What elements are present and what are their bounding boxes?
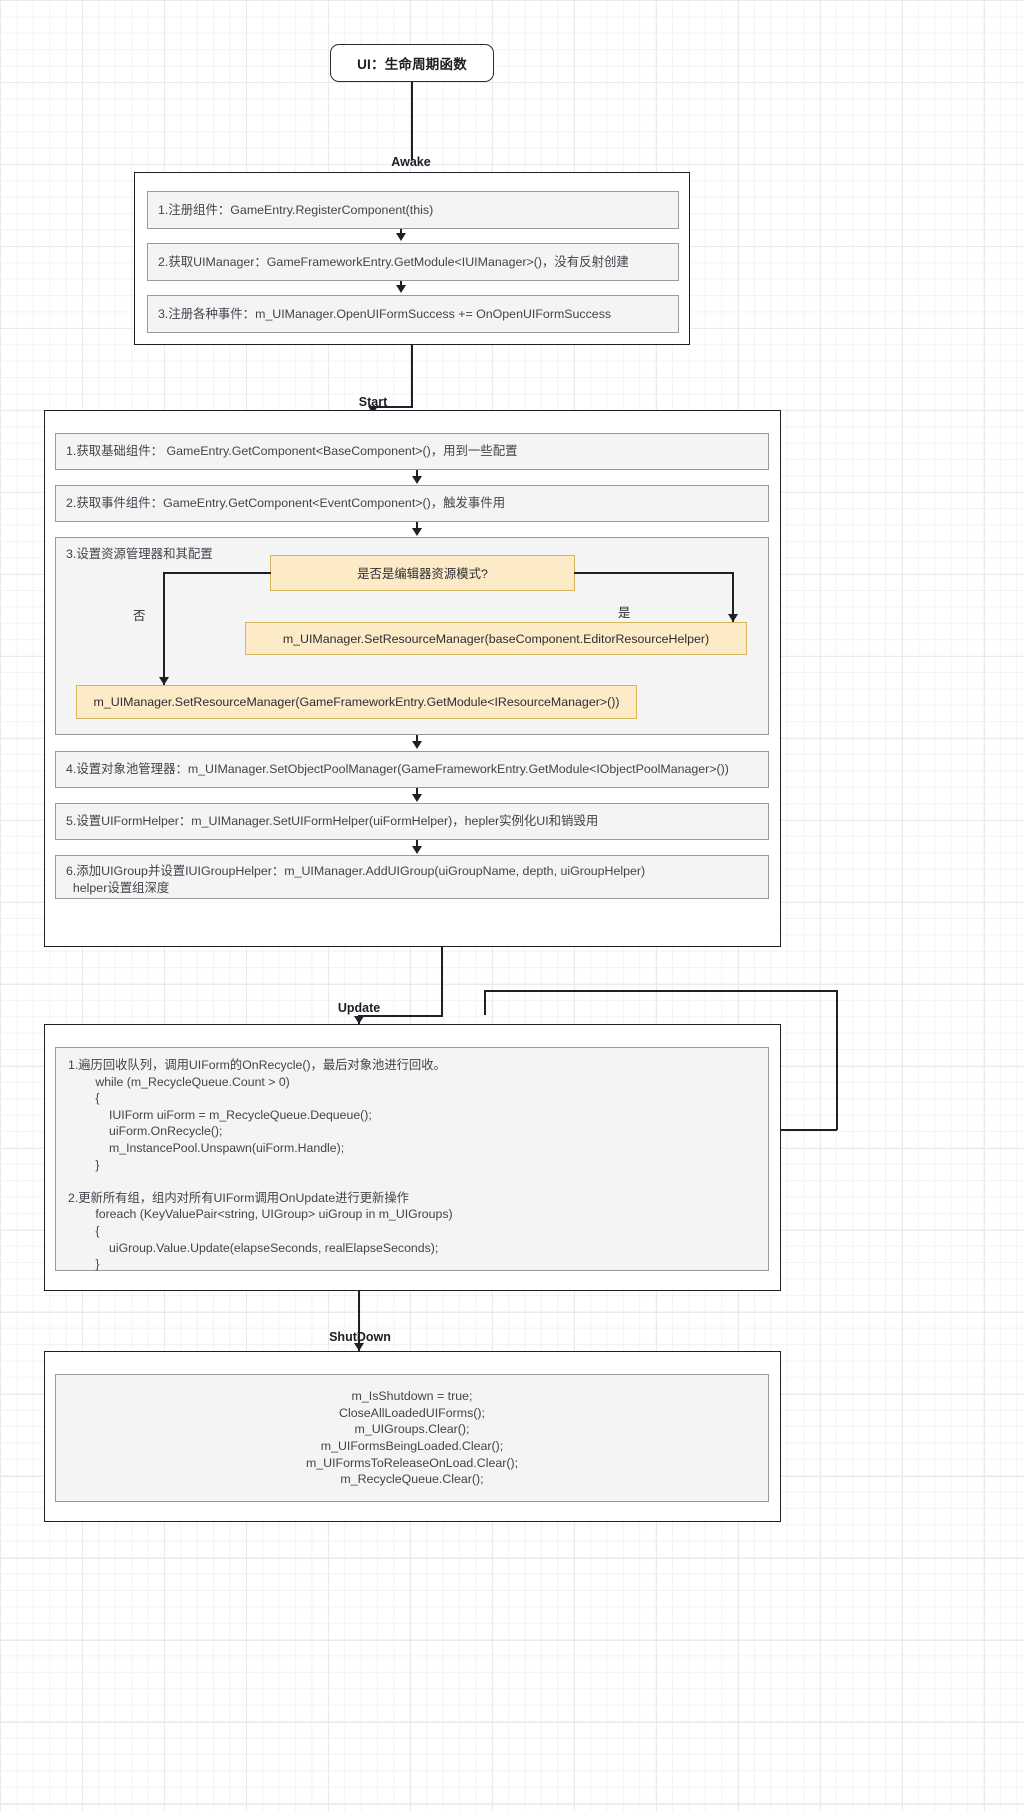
start-arrow-4-5 xyxy=(412,794,422,802)
start-connector-3-4 xyxy=(416,735,418,745)
awake-connector-2-3 xyxy=(400,281,402,287)
update-loopback-right xyxy=(836,990,838,1130)
awake-step-1: 1.注册组件：GameEntry.RegisterComponent(this) xyxy=(147,191,679,229)
start-step-4: 4.设置对象池管理器：m_UIManager.SetObjectPoolMana… xyxy=(55,751,769,788)
connector-start-to-update xyxy=(441,947,443,1017)
update-loopback-top xyxy=(485,990,837,992)
decision-no-vline xyxy=(163,572,165,685)
connector-awake-to-start-bend xyxy=(373,406,413,408)
awake-step-2: 2.获取UIManager：GameFrameworkEntry.GetModu… xyxy=(147,243,679,281)
decision-editor-resource-mode: 是否是编辑器资源模式? xyxy=(270,555,575,591)
action-set-resource-manager-default: m_UIManager.SetResourceManager(GameFrame… xyxy=(76,685,637,719)
update-loopback-left xyxy=(484,990,486,1015)
action-set-resource-manager-editor: m_UIManager.SetResourceManager(baseCompo… xyxy=(245,622,747,655)
start-arrow-1-2 xyxy=(412,476,422,484)
decision-no-arrow xyxy=(159,677,169,685)
update-code-block: 1.遍历回收队列，调用UIForm的OnRecycle()，最后对象池进行回收。… xyxy=(55,1047,769,1271)
phase-label-update: Update xyxy=(337,1001,381,1015)
start-arrow-2-3 xyxy=(412,528,422,536)
arrow-into-update xyxy=(354,1016,364,1024)
awake-connector-1-2 xyxy=(400,229,402,235)
phase-box-update: 1.遍历回收队列，调用UIForm的OnRecycle()，最后对象池进行回收。… xyxy=(44,1024,781,1291)
connector-awake-to-start xyxy=(411,345,413,408)
awake-step-3: 3.注册各种事件：m_UIManager.OpenUIFormSuccess +… xyxy=(147,295,679,333)
connector-start-to-update-bend xyxy=(359,1015,443,1017)
phase-box-shutdown: m_IsShutdown = true; CloseAllLoadedUIFor… xyxy=(44,1351,781,1522)
start-connector-5-6 xyxy=(416,840,418,848)
start-arrow-5-6 xyxy=(412,846,422,854)
decision-no-label: 否 xyxy=(133,609,146,623)
decision-yes-label: 是 xyxy=(618,606,631,620)
connector-update-to-shutdown xyxy=(358,1291,360,1351)
phase-box-awake: 1.注册组件：GameEntry.RegisterComponent(this)… xyxy=(134,172,690,345)
shutdown-code-block: m_IsShutdown = true; CloseAllLoadedUIFor… xyxy=(55,1374,769,1502)
phase-label-shutdown: ShutDown xyxy=(329,1330,391,1344)
phase-box-start: 1.获取基础组件： GameEntry.GetComponent<BaseCom… xyxy=(44,410,781,947)
connector-title-to-awake xyxy=(411,82,413,160)
start-connector-4-5 xyxy=(416,788,418,796)
start-connector-1-2 xyxy=(416,470,418,478)
arrow-into-shutdown xyxy=(354,1343,364,1351)
update-loopback-bottom xyxy=(781,1129,837,1131)
start-connector-2-3 xyxy=(416,522,418,530)
decision-yes-vline xyxy=(732,572,734,622)
phase-label-awake: Awake xyxy=(391,155,431,169)
start-step-2: 2.获取事件组件：GameEntry.GetComponent<EventCom… xyxy=(55,485,769,522)
decision-no-hline xyxy=(163,572,271,574)
decision-yes-arrow xyxy=(728,614,738,622)
start-arrow-3-4 xyxy=(412,741,422,749)
awake-arrow-1-2 xyxy=(396,233,406,241)
start-step-3-label: 3.设置资源管理器和其配置 xyxy=(66,547,213,561)
awake-arrow-2-3 xyxy=(396,285,406,293)
decision-yes-hline xyxy=(574,572,733,574)
start-step-1: 1.获取基础组件： GameEntry.GetComponent<BaseCom… xyxy=(55,433,769,470)
diagram-title: UI：生命周期函数 xyxy=(330,44,494,82)
start-step-5: 5.设置UIFormHelper：m_UIManager.SetUIFormHe… xyxy=(55,803,769,840)
phase-label-start: Start xyxy=(358,395,388,409)
start-step-6: 6.添加UIGroup并设置IUIGroupHelper：m_UIManager… xyxy=(55,855,769,899)
